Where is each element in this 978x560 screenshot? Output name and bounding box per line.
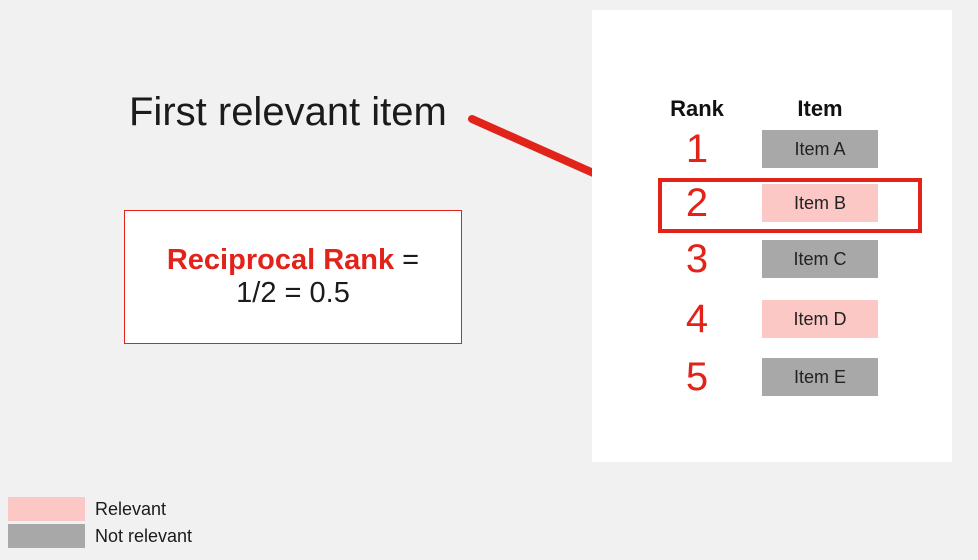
formula-box: Reciprocal Rank = 1/2 = 0.5 bbox=[124, 210, 462, 344]
legend-entry-relevant: Relevant bbox=[8, 497, 192, 521]
rank-number: 5 bbox=[685, 355, 709, 399]
legend: Relevant Not relevant bbox=[8, 497, 192, 551]
table-row: 5 Item E bbox=[592, 355, 952, 399]
formula-line1: Reciprocal Rank = bbox=[167, 244, 419, 277]
item-box: Item A bbox=[762, 130, 878, 168]
formula-title: Reciprocal Rank bbox=[166, 244, 395, 276]
legend-entry-not-relevant: Not relevant bbox=[8, 524, 192, 548]
annotation-label: First relevant item bbox=[129, 90, 447, 134]
table-row: 4 Item D bbox=[592, 297, 952, 341]
rank-number: 2 bbox=[685, 181, 709, 225]
legend-label-relevant: Relevant bbox=[95, 498, 167, 519]
item-box: Item C bbox=[762, 240, 878, 278]
table-row: 1 Item A bbox=[592, 127, 952, 171]
first-relevant-highlight-box bbox=[658, 178, 922, 233]
ranking-panel: Rank Item 1 Item A 2 Item B 3 Item C 4 Item D 5 I… bbox=[592, 10, 952, 462]
rank-number: 1 bbox=[685, 127, 709, 171]
item-column-header: Item bbox=[797, 96, 843, 121]
item-box: Item E bbox=[762, 358, 878, 396]
relevant-color-swatch bbox=[8, 497, 85, 521]
table-row: 2 Item B bbox=[592, 181, 952, 225]
not-relevant-color-swatch bbox=[8, 524, 85, 548]
rank-number: 3 bbox=[685, 237, 709, 281]
legend-label-not-relevant: Not relevant bbox=[95, 525, 193, 546]
item-box: Item D bbox=[762, 300, 878, 338]
rank-column-header: Rank bbox=[670, 96, 724, 121]
formula-expression: 1/2 = 0.5 bbox=[236, 277, 350, 309]
formula-equals-sign: = bbox=[394, 244, 420, 276]
rank-number: 4 bbox=[685, 297, 709, 341]
item-box: Item B bbox=[762, 184, 878, 222]
table-row: 3 Item C bbox=[592, 237, 952, 281]
